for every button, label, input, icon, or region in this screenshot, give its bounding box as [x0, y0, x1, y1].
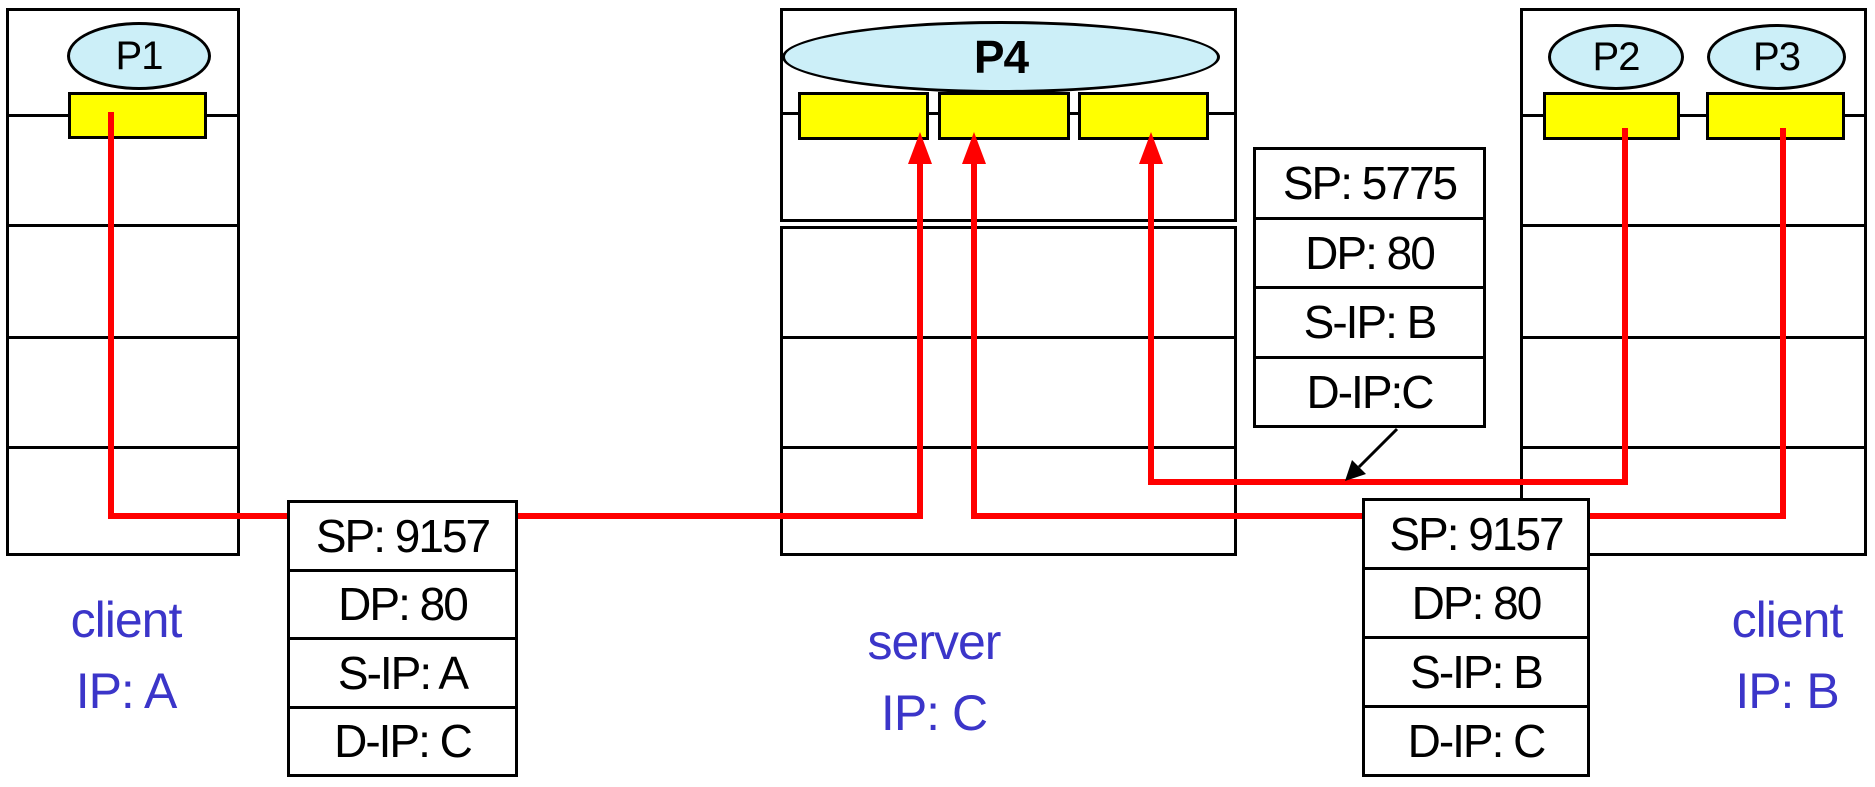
layer-divider: [1520, 336, 1867, 339]
header-field-dp: DP: 80: [1256, 216, 1483, 287]
header-field-sp: SP: 9157: [1389, 508, 1564, 560]
header-field-dip: D-IP:C: [1256, 355, 1483, 426]
socket-p3: [1706, 92, 1845, 140]
process-p3-ellipse: P3: [1707, 24, 1846, 90]
layer-divider: [1520, 114, 1867, 117]
client-a-host-box: [6, 8, 240, 556]
annotation-arrowhead: [1345, 460, 1366, 481]
server-c-ip: IP: C: [880, 685, 988, 741]
segment-header-b-to-c-p3: SP: 5775 DP: 80 S-IP: B D-IP:C: [1253, 147, 1486, 428]
client-a-role: client: [70, 592, 183, 648]
client-a-ip: IP: A: [75, 663, 178, 719]
segment-header-a-to-c: SP: 9157 DP: 80 S-IP: A D-IP: C: [287, 500, 518, 777]
header-field-sip: S-IP: B: [1365, 636, 1587, 705]
client-a-label: client IP: A: [6, 585, 246, 727]
server-socket-2: [938, 92, 1070, 140]
client-b-ip: IP: B: [1735, 663, 1839, 719]
header-field-sp: SP: 5775: [1282, 157, 1458, 210]
header-field-dp: DP: 80: [290, 568, 515, 638]
annotation-arrow-line: [1357, 427, 1399, 469]
client-b-label: client IP: B: [1662, 585, 1875, 727]
server-socket-1: [798, 92, 929, 140]
process-p2-ellipse: P2: [1548, 24, 1684, 90]
layer-divider: [780, 336, 1237, 339]
server-c-label: server IP: C: [784, 607, 1084, 749]
server-c-role: server: [867, 614, 1002, 670]
header-field-sip: S-IP: B: [1256, 286, 1483, 356]
layer-divider: [1520, 446, 1867, 449]
client-b-host-box: [1520, 8, 1867, 556]
layer-divider: [6, 224, 240, 227]
header-field-dp: DP: 80: [1365, 567, 1587, 636]
header-field-sip: S-IP: A: [290, 637, 515, 706]
process-p4-ellipse: P4: [782, 21, 1220, 93]
layer-divider: [6, 336, 240, 339]
client-b-role: client: [1731, 592, 1844, 648]
socket-p2: [1543, 92, 1680, 140]
header-field-dip: D-IP: C: [290, 705, 515, 775]
server-socket-3: [1078, 92, 1209, 140]
server-c-host-lower-box: [780, 226, 1237, 556]
socket-p1: [68, 92, 207, 139]
header-field-sp: SP: 9157: [315, 509, 491, 562]
layer-divider: [6, 446, 240, 449]
process-p1-ellipse: P1: [67, 22, 211, 90]
segment-header-b-to-c-p2: SP: 9157 DP: 80 S-IP: B D-IP: C: [1362, 498, 1590, 777]
header-field-dip: D-IP: C: [1365, 705, 1587, 774]
layer-divider: [780, 446, 1237, 449]
layer-divider: [1520, 224, 1867, 227]
